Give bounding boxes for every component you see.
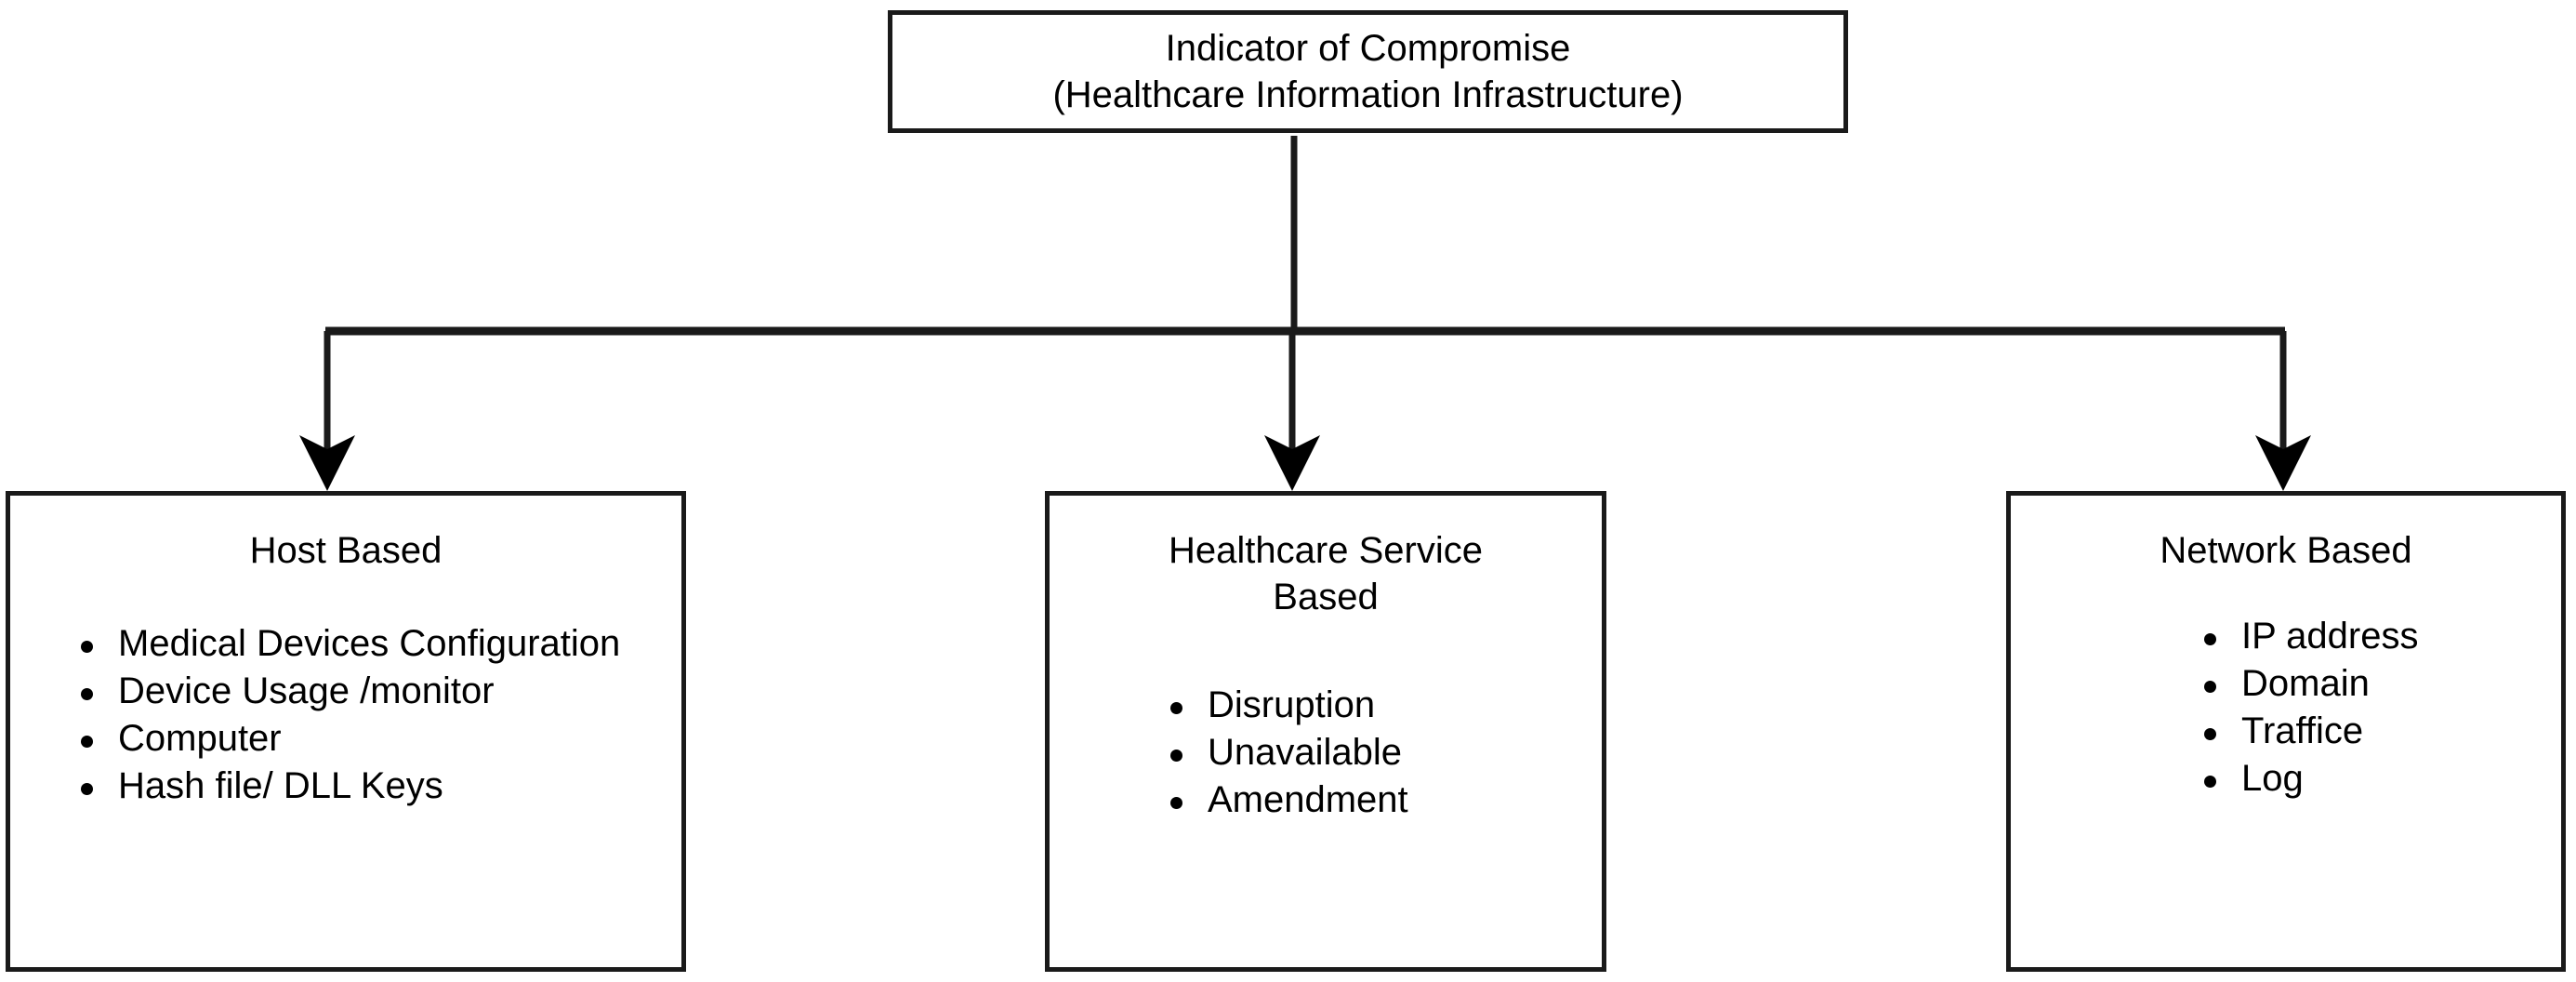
list-item: Domain <box>2187 660 2561 708</box>
root-title-line-2: (Healthcare Information Infrastructure) <box>1052 74 1684 115</box>
healthcare-service-heading-line-1: Healthcare Service <box>1169 530 1483 571</box>
node-host-based[interactable]: Host Based Medical Devices Configuration… <box>6 491 686 972</box>
list-item: Disruption <box>1154 682 1602 729</box>
list-item: Unavailable <box>1154 729 1602 776</box>
list-item: Hash file/ DLL Keys <box>64 763 681 810</box>
network-based-bullet-list: IP address Domain Traffice Log <box>2187 613 2561 803</box>
network-based-heading: Network Based <box>2160 530 2412 571</box>
left-arrowhead <box>299 435 355 491</box>
list-item: Log <box>2187 755 2561 803</box>
host-based-bullet-list: Medical Devices Configuration Device Usa… <box>64 620 681 810</box>
healthcare-service-bullet-list: Disruption Unavailable Amendment <box>1154 682 1602 824</box>
list-item: Traffice <box>2187 708 2561 755</box>
node-healthcare-service-based[interactable]: Healthcare Service Based Disruption Unav… <box>1045 491 1606 972</box>
list-item: Amendment <box>1154 776 1602 824</box>
center-arrowhead <box>1264 435 1320 491</box>
host-based-heading: Host Based <box>249 530 443 571</box>
list-item: Medical Devices Configuration <box>64 620 681 668</box>
list-item: Device Usage /monitor <box>64 668 681 715</box>
root-title-line-1: Indicator of Compromise <box>1165 28 1571 69</box>
healthcare-service-heading-line-2: Based <box>1273 577 1379 617</box>
node-network-based[interactable]: Network Based IP address Domain Traffice… <box>2006 491 2566 972</box>
right-arrowhead <box>2255 435 2311 491</box>
node-indicator-of-compromise[interactable]: Indicator of Compromise (Healthcare Info… <box>888 10 1848 133</box>
list-item: IP address <box>2187 613 2561 660</box>
list-item: Computer <box>64 715 681 763</box>
